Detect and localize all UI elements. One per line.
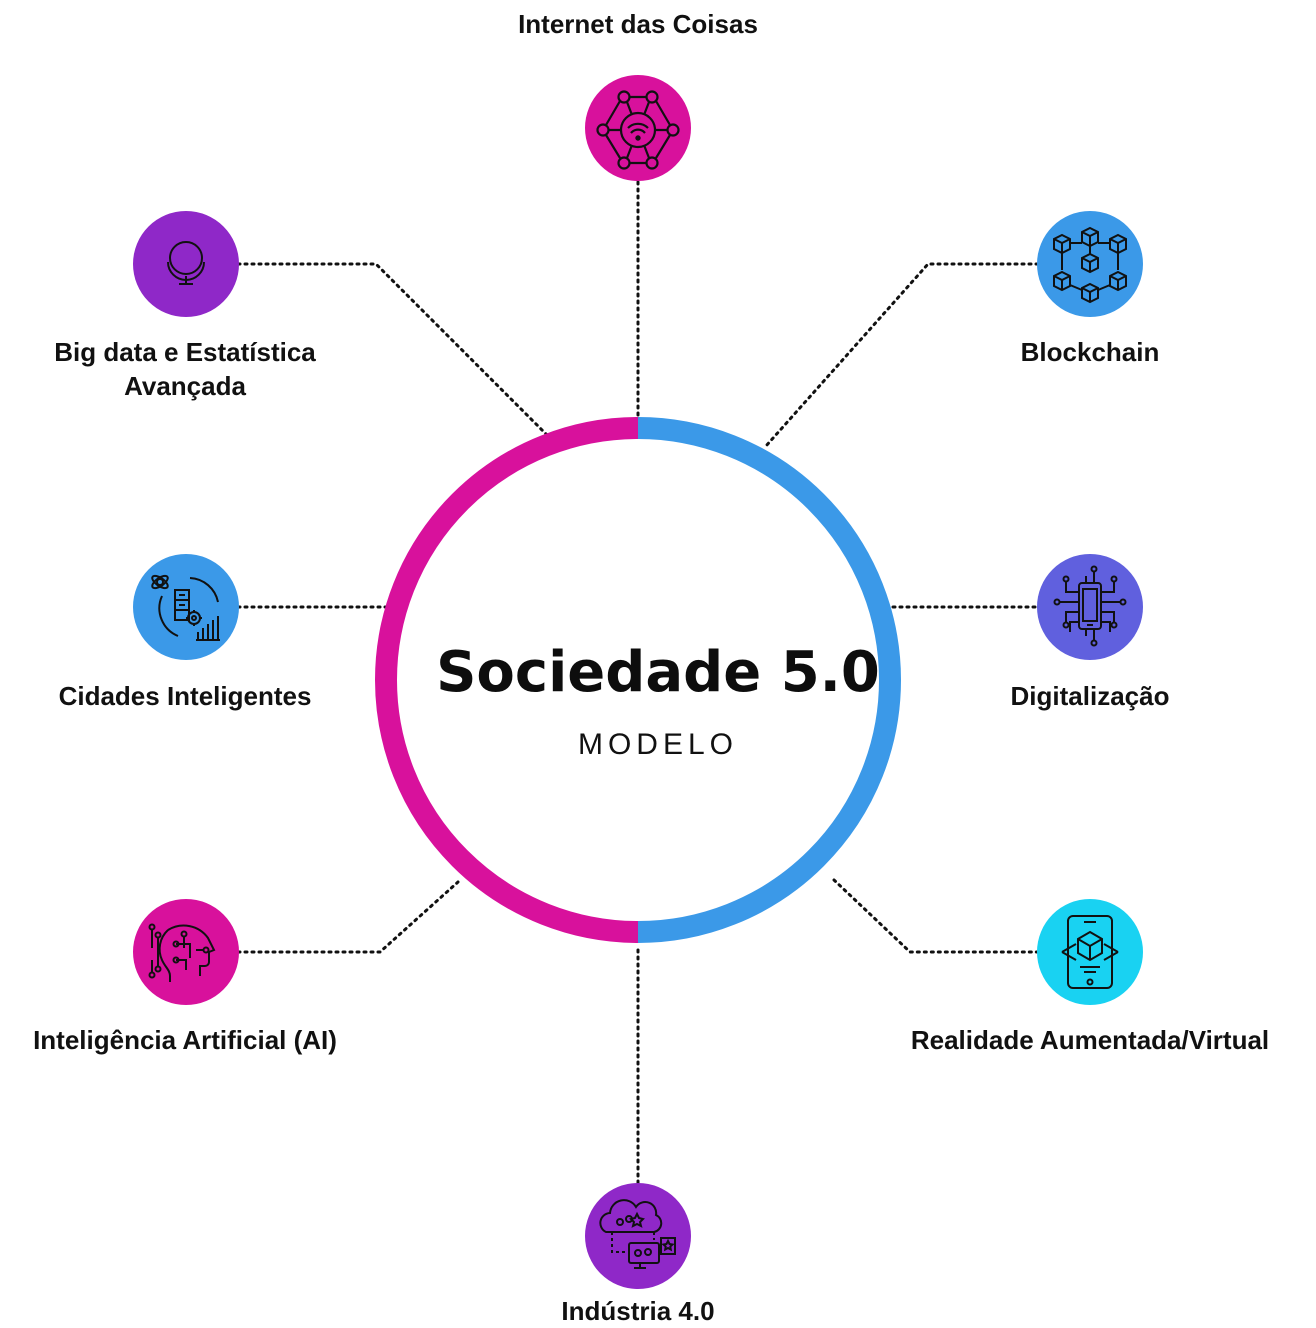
label-industria: Indústria 4.0 <box>561 1296 715 1326</box>
center-ring <box>375 417 901 943</box>
smart-city-data-icon <box>151 574 220 641</box>
iot-network-icon <box>596 90 680 170</box>
blockchain-cubes-icon <box>1053 226 1127 304</box>
ring-right-half <box>637 417 901 943</box>
node-iot <box>585 75 691 181</box>
connector-ai <box>236 880 460 954</box>
node-cidades <box>133 554 239 660</box>
node-bigdata <box>133 211 239 317</box>
label-bigdata-line1: Big data e Estatística <box>54 337 316 367</box>
label-blockchain: Blockchain <box>1020 337 1160 367</box>
node-industria <box>585 1183 691 1289</box>
label-bigdata-line2: Avançada <box>124 371 246 401</box>
label-cidades: Cidades Inteligentes <box>58 681 312 711</box>
label-iot: Internet das Coisas <box>518 9 758 39</box>
connector-ar <box>832 878 1040 954</box>
label-ai: Inteligência Artificial (AI) <box>33 1025 337 1055</box>
ring-left-half <box>375 417 639 943</box>
label-ar: Realidade Aumentada/Virtual <box>910 1025 1270 1055</box>
cloud-monitor-icon <box>599 1199 676 1269</box>
head-circuit-icon <box>148 923 216 982</box>
crystal-ball-icon <box>167 241 205 285</box>
connector-bigdata <box>236 262 550 438</box>
node-ai <box>133 899 239 1005</box>
label-digital: Digitalização <box>1010 681 1170 711</box>
center-title: Sociedade 5.0 <box>436 640 880 705</box>
phone-circuit-icon <box>1053 565 1127 647</box>
node-digital <box>1037 554 1143 660</box>
node-blockchain <box>1037 211 1143 317</box>
center-subtitle: MODELO <box>577 728 739 761</box>
phone-ar-cube-icon <box>1061 915 1119 989</box>
connector-blockchain <box>764 262 1040 448</box>
node-ar <box>1037 899 1143 1005</box>
